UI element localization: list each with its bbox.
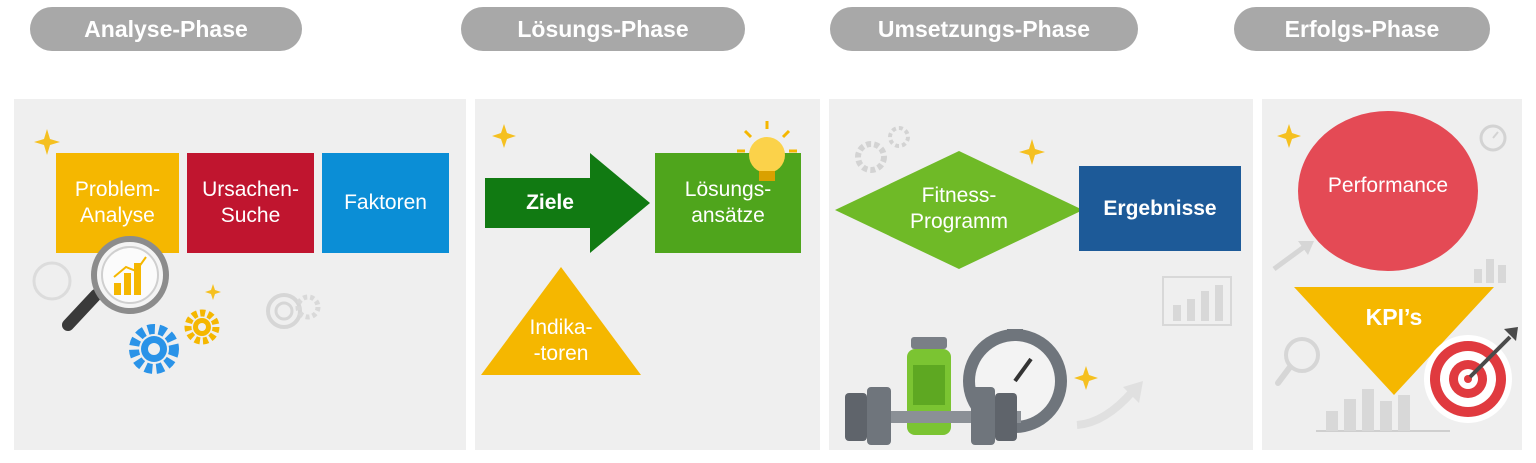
trend-arrow-icon (1272, 241, 1314, 272)
ergebnisse-box: Ergebnisse (1079, 166, 1241, 251)
problem-analyse-box: Problem- Analyse (56, 153, 179, 253)
bar-chart-outline-icon (1316, 389, 1450, 432)
target-gear-icon (266, 293, 321, 329)
indikatoren-label: Indika- -toren (529, 316, 593, 365)
ursachen-suche-box: Ursachen- Suche (187, 153, 314, 253)
erfolg-panel: Performance KPI’s (1262, 99, 1522, 450)
gears-icon (129, 309, 220, 374)
phase-analyse-pill: Analyse-Phase (30, 7, 302, 51)
indikatoren-triangle (481, 267, 641, 375)
bar-chart-outline-icon (1474, 259, 1506, 283)
magnifier-outline-icon (1275, 337, 1320, 386)
target-icon (1424, 327, 1518, 423)
gears-outline-icon (855, 126, 910, 173)
analyse-panel: Problem- Analyse Ursachen- Suche Faktore… (14, 99, 466, 450)
fitness-programm-diamond (835, 151, 1083, 269)
phase-erfolgs-pill: Erfolgs-Phase (1234, 7, 1490, 51)
sparkle-icon (492, 124, 516, 148)
fitness-equipment-icon (845, 329, 1143, 445)
phase-loesungs-pill: Lösungs-Phase (461, 7, 745, 51)
lightbulb-icon (737, 121, 797, 181)
sparkle-icon (1074, 366, 1098, 390)
kpis-label: KPI’s (1365, 304, 1423, 330)
sparkle-icon (205, 284, 221, 300)
sparkle-icon (34, 129, 60, 155)
bar-chart-outline-icon (1162, 276, 1232, 326)
ziele-arrow (485, 153, 650, 253)
sparkle-icon (1019, 139, 1045, 165)
fitness-programm-label: Fitness- Programm (909, 184, 1009, 233)
loesung-panel: Ziele Lösungs- ansätze Indika- -toren (475, 99, 820, 450)
magnifier-chart-icon (62, 236, 169, 331)
sparkle-icon (1277, 124, 1301, 148)
kpis-triangle (1294, 287, 1494, 395)
umsetzung-panel: Fitness- Programm Ergebnisse (829, 99, 1253, 450)
phase-umsetzungs-pill: Umsetzungs-Phase (830, 7, 1138, 51)
performance-label: Performance (1327, 174, 1449, 197)
ziele-label: Ziele (526, 191, 574, 214)
target-outline-icon (32, 261, 72, 301)
stopwatch-outline-icon (1479, 124, 1507, 152)
faktoren-box: Faktoren (322, 153, 449, 253)
performance-circle (1298, 111, 1478, 271)
